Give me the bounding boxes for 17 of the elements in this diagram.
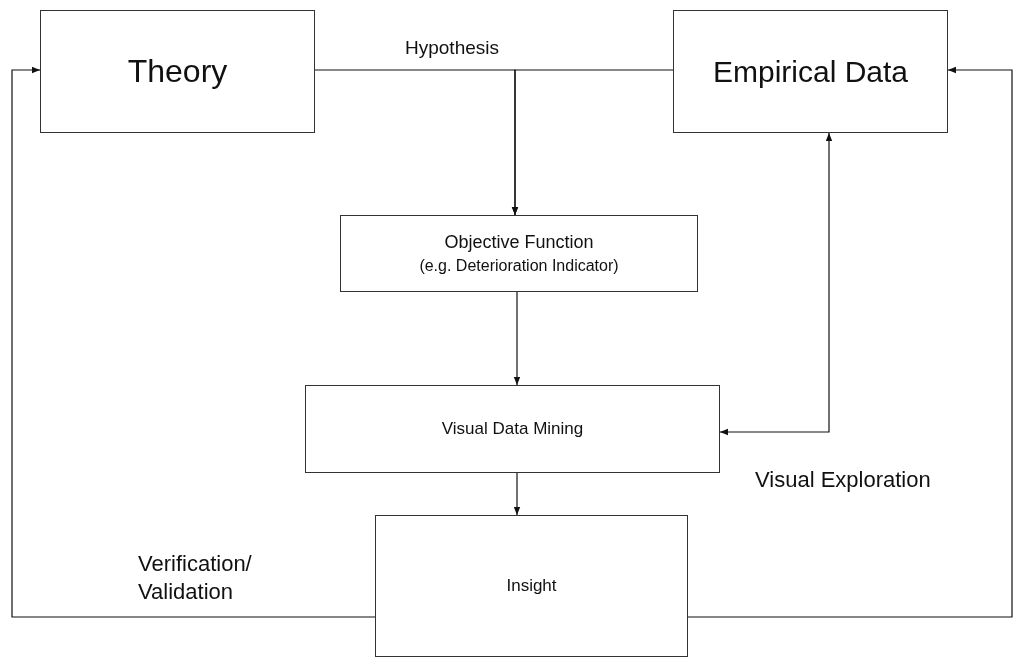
process-box xyxy=(375,515,688,657)
node-subtitle: (e.g. Deterioration Indicator) xyxy=(419,257,619,275)
process-box xyxy=(305,385,720,473)
process-box xyxy=(40,10,315,133)
process-box xyxy=(340,215,698,292)
arrow xyxy=(511,69,674,216)
arrow xyxy=(513,291,521,386)
node-title: Visual Data Mining xyxy=(441,419,584,439)
node-title: Insight xyxy=(506,576,557,596)
arrow xyxy=(687,66,1013,618)
arrow xyxy=(11,66,376,618)
arrow xyxy=(513,472,521,516)
process-box xyxy=(673,10,948,133)
node-title: Objective Function xyxy=(444,232,594,253)
node-title: Empirical Data xyxy=(712,54,909,89)
node-title: Theory xyxy=(127,53,228,90)
arrow xyxy=(719,132,833,436)
